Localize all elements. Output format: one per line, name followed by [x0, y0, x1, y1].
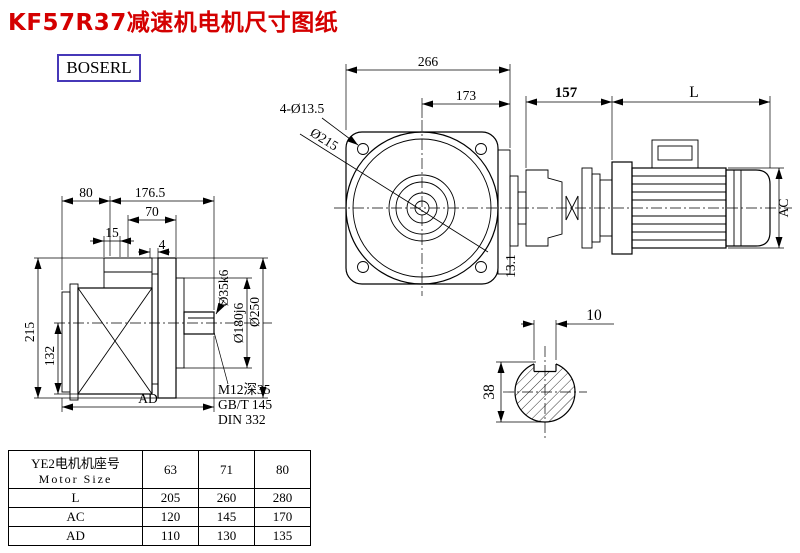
note-din: DIN 332 [218, 412, 266, 427]
dim-label-266: 266 [418, 54, 439, 69]
motor-view: 157 L AC [518, 84, 792, 255]
dim-label-L: L [689, 84, 698, 101]
cell-AD-71: 130 [198, 526, 255, 546]
dim-label-10: 10 [586, 307, 602, 324]
row-label-AC: AC [8, 507, 143, 527]
dim-label-215: 215 [22, 322, 37, 343]
dim-label-13-1: 13.1 [503, 254, 518, 278]
table-size-80: 80 [254, 450, 311, 489]
cell-AD-63: 110 [142, 526, 199, 546]
front-view: Ø215 4-Ø13.5 266 173 13.1 [280, 54, 527, 296]
row-label-AD: AD [8, 526, 143, 546]
cell-AC-63: 120 [142, 507, 199, 527]
table-row-AD: AD 110 130 135 [8, 526, 311, 546]
dim-label-shaft-dia: Ø35k6 [216, 269, 231, 306]
dim-label-AC: AC [776, 199, 791, 218]
table-row-L: L 205 260 280 [8, 488, 311, 508]
dim-label-80: 80 [79, 185, 93, 200]
dim-label-AD: AD [138, 391, 158, 406]
brand-logo: BOSERL [57, 54, 141, 82]
motor-size-table: YE2电机机座号 Motor Size 63 71 80 L 205 260 2… [8, 450, 311, 546]
note-tap: M12深35 [218, 382, 271, 397]
dim-label-flange-dia: Ø250 [247, 297, 262, 327]
dim-label-15: 15 [105, 225, 119, 240]
table-size-71: 71 [198, 450, 255, 489]
row-label-L: L [8, 488, 143, 508]
table-size-63: 63 [142, 450, 199, 489]
page-title: KF57R37减速机电机尺寸图纸 [8, 10, 339, 36]
dim-label-176-5: 176.5 [135, 185, 166, 200]
dim-label-132: 132 [42, 346, 57, 366]
dim-label-38: 38 [481, 384, 498, 400]
dim-label-4: 4 [159, 237, 166, 252]
cell-AC-71: 145 [198, 507, 255, 527]
motor-fins [632, 175, 726, 241]
table-header-en: Motor Size [38, 471, 113, 486]
dim-label-spigot-dia: Ø180j6 [231, 303, 246, 344]
note-gbt: GB/T 145 [218, 397, 272, 412]
side-view: 80 176.5 70 15 4 215 [22, 185, 272, 427]
table-header-motor-size: YE2电机机座号 Motor Size [8, 450, 143, 489]
cell-AD-80: 135 [254, 526, 311, 546]
table-row-AC: AC 120 145 170 [8, 507, 311, 527]
table-header-row: YE2电机机座号 Motor Size 63 71 80 [8, 450, 311, 489]
dim-label-173: 173 [456, 88, 477, 103]
shaft-section: 10 38 [481, 307, 614, 438]
cell-L-63: 205 [142, 488, 199, 508]
cell-L-71: 260 [198, 488, 255, 508]
table-header-cn: YE2电机机座号 [31, 455, 120, 471]
cell-AC-80: 170 [254, 507, 311, 527]
dim-label-70: 70 [145, 204, 159, 219]
dim-label-157: 157 [555, 85, 578, 101]
note-bolt-holes: 4-Ø13.5 [280, 101, 325, 116]
cell-L-80: 280 [254, 488, 311, 508]
